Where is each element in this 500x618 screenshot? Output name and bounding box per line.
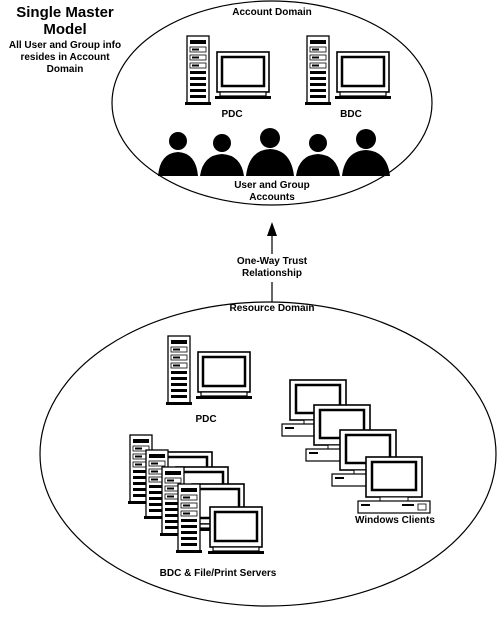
account-pdc-computer xyxy=(184,35,273,106)
server-tower-icon xyxy=(304,35,332,106)
windows-clients-group xyxy=(280,378,432,515)
account-bdc-label: BDC xyxy=(340,109,362,120)
diagram-subtitle: All User and Group info resides in Accou… xyxy=(8,40,122,75)
resource-servers-group xyxy=(127,434,266,556)
clients-label: Windows Clients xyxy=(355,515,435,526)
resource-domain-label: Resource Domain xyxy=(229,303,315,314)
resource-pdc-label: PDC xyxy=(195,414,217,425)
people-silhouette-icon xyxy=(158,128,390,176)
arrow-up-icon xyxy=(267,222,277,302)
servers-label: BDC & File/Print Servers xyxy=(159,568,277,579)
crt-monitor-icon xyxy=(213,50,273,101)
accounts-label: User and Group Accounts xyxy=(234,180,310,203)
crt-monitor-icon xyxy=(333,50,393,101)
account-domain-ellipse xyxy=(111,0,433,206)
account-bdc-computer xyxy=(304,35,393,106)
diagram-title: Single Master Model xyxy=(16,4,114,38)
server-tower-icon xyxy=(184,35,212,106)
title-block: Single Master Model All User and Group i… xyxy=(4,4,126,76)
resource-pdc-computer xyxy=(165,335,254,406)
trust-label: One-Way Trust Relationship xyxy=(236,256,308,279)
desktop-pc-icon xyxy=(356,455,432,515)
server-tower-icon xyxy=(165,335,193,406)
resource-domain-ellipse xyxy=(39,301,497,607)
server-tower-icon xyxy=(175,483,203,554)
account-domain-label: Account Domain xyxy=(232,7,312,18)
crt-monitor-icon xyxy=(206,505,266,556)
crt-monitor-icon xyxy=(194,350,254,401)
account-pdc-label: PDC xyxy=(221,109,243,120)
